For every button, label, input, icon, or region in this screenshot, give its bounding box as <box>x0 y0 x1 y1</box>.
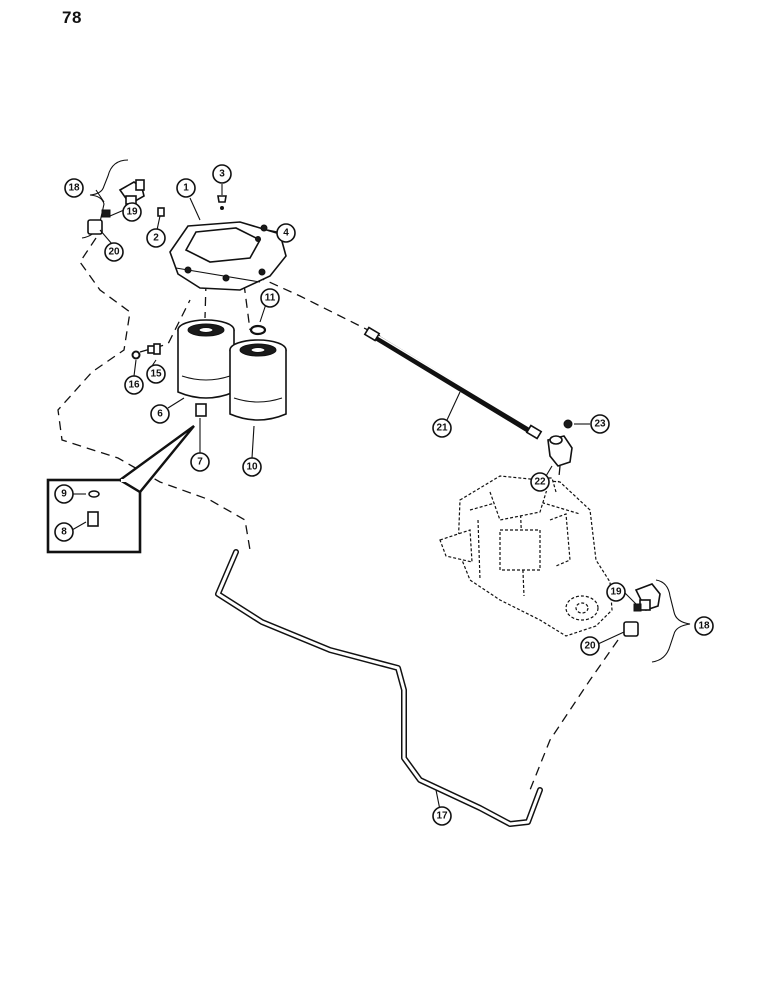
svg-text:2: 2 <box>153 233 159 244</box>
washer-3 <box>220 206 224 210</box>
callout-19-left: 19 <box>122 202 142 222</box>
fuel-line-17 <box>215 549 543 827</box>
screw-4 <box>260 224 268 232</box>
inset-pointer <box>117 425 195 494</box>
callout-7: 7 <box>190 452 210 472</box>
injection-pump <box>439 475 613 637</box>
callout-22: 22 <box>530 472 550 492</box>
callout-23: 23 <box>590 414 610 434</box>
callout-3: 3 <box>212 164 232 184</box>
dashed-line-left-return <box>57 237 251 551</box>
o-ring-11 <box>249 324 267 336</box>
svg-text:3: 3 <box>219 169 225 180</box>
callout-2: 2 <box>146 228 166 248</box>
callout-6: 6 <box>150 404 170 424</box>
dashed-line-head-to-filter-10 <box>243 283 251 331</box>
elbow-fitting-right <box>634 583 661 611</box>
callout-18-right: 18 <box>694 616 714 636</box>
fuel-tube-21 <box>363 326 543 440</box>
dashed-line-bolt-to-head <box>139 299 191 353</box>
svg-text:19: 19 <box>126 207 138 218</box>
svg-text:1: 1 <box>183 183 189 194</box>
svg-text:17: 17 <box>436 811 448 822</box>
callout-17: 17 <box>432 806 452 826</box>
callout-21: 21 <box>432 418 452 438</box>
connector-20-right <box>623 621 639 637</box>
svg-text:9: 9 <box>61 489 67 500</box>
plug-2 <box>157 207 165 217</box>
callout-16: 16 <box>124 375 144 395</box>
connector-20-left <box>87 219 103 235</box>
bolt-15 <box>147 343 161 355</box>
callout-1: 1 <box>176 178 196 198</box>
svg-text:20: 20 <box>584 641 596 652</box>
bracket-right <box>651 579 691 663</box>
svg-text:15: 15 <box>150 369 162 380</box>
o-ring-9 <box>88 490 100 498</box>
page-number: 78 <box>62 8 82 27</box>
svg-text:18: 18 <box>68 183 80 194</box>
elbow-fitting-22 <box>547 435 573 467</box>
washer-16 <box>131 350 141 360</box>
svg-text:22: 22 <box>534 477 546 488</box>
callout-9: 9 <box>54 484 74 504</box>
callout-11: 11 <box>260 288 280 308</box>
elbow-fitting-left <box>118 179 145 206</box>
screw-3 <box>217 195 227 203</box>
callout-8: 8 <box>54 522 74 542</box>
filter-element-6 <box>177 319 235 399</box>
filter-element-10 <box>229 339 287 421</box>
callout-15: 15 <box>146 364 166 384</box>
callout-10: 10 <box>242 457 262 477</box>
callout-20-right: 20 <box>580 636 600 656</box>
svg-text:20: 20 <box>108 247 120 258</box>
filter-head-assembly <box>169 221 287 291</box>
nut-23 <box>563 419 573 429</box>
callout-4: 4 <box>276 223 296 243</box>
svg-text:23: 23 <box>594 419 606 430</box>
svg-text:4: 4 <box>283 228 289 239</box>
callout-19-right: 19 <box>606 582 626 602</box>
drain-plug-7 <box>195 403 207 417</box>
svg-text:6: 6 <box>157 409 163 420</box>
svg-text:10: 10 <box>246 462 258 473</box>
svg-text:18: 18 <box>698 621 710 632</box>
svg-text:16: 16 <box>128 380 140 391</box>
nut-19-right <box>633 603 642 612</box>
plug-8 <box>87 511 99 527</box>
nut-19-left <box>101 209 111 218</box>
svg-text:8: 8 <box>61 527 67 538</box>
svg-text:7: 7 <box>197 457 203 468</box>
dashed-line-filter-to-tube <box>255 275 381 337</box>
svg-text:11: 11 <box>265 293 276 304</box>
svg-text:21: 21 <box>436 423 448 434</box>
dashed-line-pump-to-17 <box>529 639 619 791</box>
callout-18-left: 18 <box>64 178 84 198</box>
svg-text:19: 19 <box>610 587 622 598</box>
callout-20-left: 20 <box>104 242 124 262</box>
